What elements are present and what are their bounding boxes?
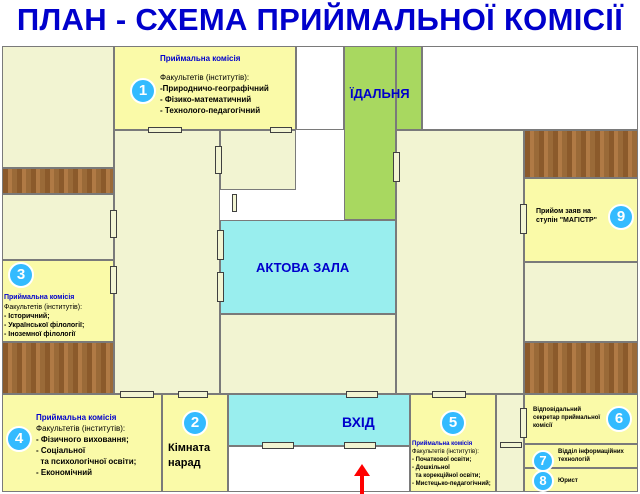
- corridor-left: [114, 130, 220, 394]
- room-6-line: секретар приймальної: [533, 415, 601, 421]
- room-5-line: - Дошкільної: [412, 465, 450, 471]
- door: [346, 391, 378, 398]
- room-5-line: Факультетів (інститутів):: [412, 449, 479, 455]
- door: [393, 152, 400, 182]
- stairs-left-top: [2, 168, 114, 194]
- room-8-line: Юрист: [558, 478, 578, 484]
- room-top-right: [422, 46, 638, 130]
- room-4-badge: 4: [6, 426, 32, 452]
- room-2-line: Кімната: [168, 442, 211, 454]
- door: [232, 194, 237, 212]
- room-9-line: Прийом заяв на: [536, 208, 591, 215]
- room-4-line: Факультетів (інститутів):: [36, 424, 126, 433]
- room-top-gap: [296, 46, 344, 130]
- room-5-line: - Мистецько-педагогічний;: [412, 481, 491, 487]
- room-4-heading: Приймальна комісія: [36, 413, 117, 422]
- room-3-badge: 3: [8, 262, 34, 288]
- room-top-left: [2, 46, 114, 168]
- room-5-line: - Початкової освіти;: [412, 457, 472, 463]
- room-dining[interactable]: [344, 46, 396, 220]
- door: [120, 391, 154, 398]
- room-4-line: - Економічний: [36, 468, 93, 477]
- door: [110, 210, 117, 238]
- stairs-left-bottom: [2, 342, 114, 394]
- door: [432, 391, 466, 398]
- assembly-hall-label: АКТОВА ЗАЛА: [256, 260, 350, 275]
- outside-entrance: [228, 446, 410, 492]
- room-left-mid: [2, 194, 114, 260]
- corridor-right: [396, 130, 524, 394]
- room-4[interactable]: [2, 394, 162, 492]
- room-1-line: - Фізико-математичний: [160, 95, 252, 104]
- corridor-bottom: [220, 314, 396, 394]
- room-1-heading: Приймальна комісія: [160, 54, 241, 63]
- door: [520, 204, 527, 234]
- entrance-label: ВХІД: [342, 414, 375, 430]
- door: [520, 408, 527, 438]
- room-6-line: Відповідальний: [533, 407, 582, 413]
- room-9-badge: 9: [608, 204, 634, 230]
- door: [215, 146, 222, 174]
- door: [217, 230, 224, 260]
- room-4-line: та психологічної освіти;: [36, 457, 137, 466]
- room-3-line: - Історичний;: [4, 313, 50, 320]
- room-5-line: та корекційної освіти;: [412, 473, 481, 479]
- door: [178, 391, 208, 398]
- room-9-line: ступін "МАГІСТР": [536, 217, 597, 224]
- door: [270, 127, 292, 133]
- room-4-line: - Соціальної: [36, 446, 86, 455]
- room-6[interactable]: [524, 394, 638, 444]
- room-7-badge: 7: [532, 450, 554, 472]
- room-5-badge: 5: [440, 410, 466, 436]
- door: [110, 266, 117, 294]
- room-1-line: -Природничо-географічний: [160, 84, 269, 93]
- room-3-line: - Іноземної філології: [4, 331, 76, 338]
- door: [262, 442, 294, 449]
- room-7-line: технологій: [558, 457, 590, 463]
- door: [344, 442, 376, 449]
- page-title: ПЛАН - СХЕМА ПРИЙМАЛЬНОЇ КОМІСІЇ: [0, 0, 640, 44]
- room-1-line: - Технолого-педагогічний: [160, 106, 261, 115]
- room-assembly-hall[interactable]: [220, 220, 396, 314]
- room-3-line: - Української філології;: [4, 322, 85, 329]
- plan-area: 1 Приймальна комісія Факультетів (інстит…: [0, 44, 640, 494]
- room-5-heading: Приймальна комісія: [412, 441, 473, 447]
- entrance-arrow-head-icon: [354, 464, 370, 476]
- entrance-arrow-icon: [360, 474, 364, 494]
- room-6-line: комісії: [533, 423, 553, 429]
- door: [148, 127, 182, 133]
- room-1-badge: 1: [130, 78, 156, 104]
- door: [500, 442, 522, 448]
- door: [217, 272, 224, 302]
- room-8-badge: 8: [532, 470, 554, 492]
- room-2-line: нарад: [168, 457, 201, 469]
- room-4-line: - Фізичного виховання;: [36, 435, 129, 444]
- room-right-mid: [524, 262, 638, 342]
- room-6-badge: 6: [606, 406, 632, 432]
- room-1-line: Факультетів (інститутів):: [160, 73, 250, 82]
- room-entrance[interactable]: [228, 394, 410, 446]
- room-3-line: Факультетів (інститутів):: [4, 304, 83, 311]
- room-dining-top: [396, 46, 422, 130]
- room-7-line: Відділ інформаційних: [558, 449, 624, 455]
- room-corridor-inner: [220, 130, 296, 190]
- stairs-right-top: [524, 130, 638, 178]
- stairs-right-bottom: [524, 342, 638, 394]
- room-2-badge: 2: [182, 410, 208, 436]
- dining-label: ЇДАЛЬНЯ: [350, 86, 410, 101]
- room-3-heading: Приймальна комісія: [4, 294, 75, 301]
